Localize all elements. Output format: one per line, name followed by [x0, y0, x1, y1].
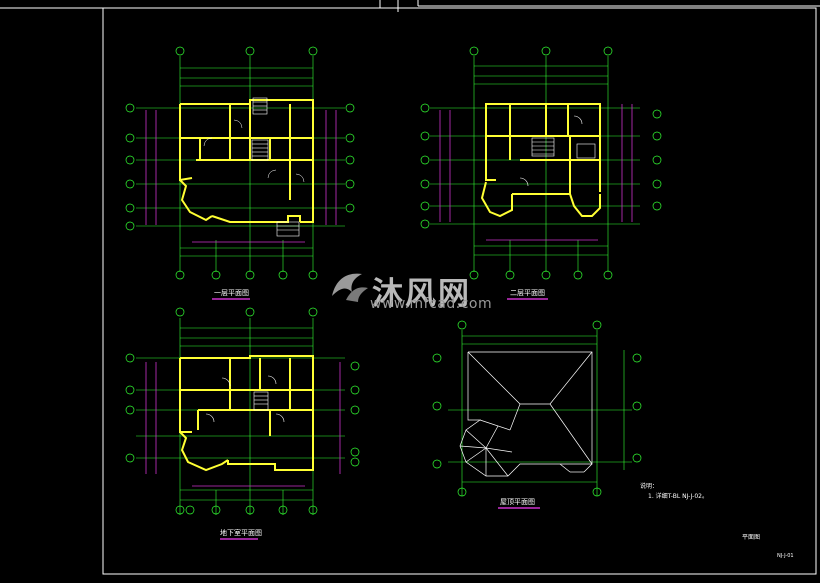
doors-first	[203, 119, 305, 183]
sheet-title: 平面图	[742, 534, 761, 541]
notes-item-1: 1. 详细T-BL NJ-J-02。	[648, 493, 708, 500]
basement-plan-title: 地下室平面图	[220, 529, 262, 537]
dimension-ticks-basement	[145, 362, 341, 487]
dimension-ticks-second	[439, 104, 633, 241]
second-floor-plan	[420, 46, 662, 280]
roof-plan	[432, 320, 642, 497]
first-floor-plan	[125, 46, 355, 280]
first-floor-plan-title: 一层平面图	[214, 289, 249, 297]
second-floor-plan-title: 二层平面图	[510, 289, 545, 297]
walls-second	[480, 103, 601, 218]
watermark-logo	[332, 273, 368, 302]
dimension-ticks-first	[145, 110, 337, 243]
roof-outline	[459, 351, 593, 477]
walls-first	[179, 99, 314, 223]
watermark-url: www.mfcad.com	[370, 296, 493, 312]
watermark-name: 沐风网	[372, 276, 471, 312]
stairs-first	[251, 97, 300, 237]
basement-plan	[125, 307, 360, 515]
axis-bubbles-roof	[432, 320, 642, 497]
stairs-second	[519, 115, 596, 187]
sheet-number: NJ-J-01	[777, 553, 794, 559]
notes-heading: 说明：	[640, 483, 659, 490]
axis-bubbles-basement	[125, 307, 360, 515]
title-underlines	[212, 298, 548, 540]
axis-bubbles-first	[125, 46, 355, 280]
axis-bubbles-second	[420, 46, 662, 280]
walls-basement	[179, 355, 314, 472]
roof-plan-title: 屋顶平面图	[500, 498, 535, 506]
stairs-basement	[205, 375, 285, 423]
axis-grid-roof	[448, 330, 632, 496]
